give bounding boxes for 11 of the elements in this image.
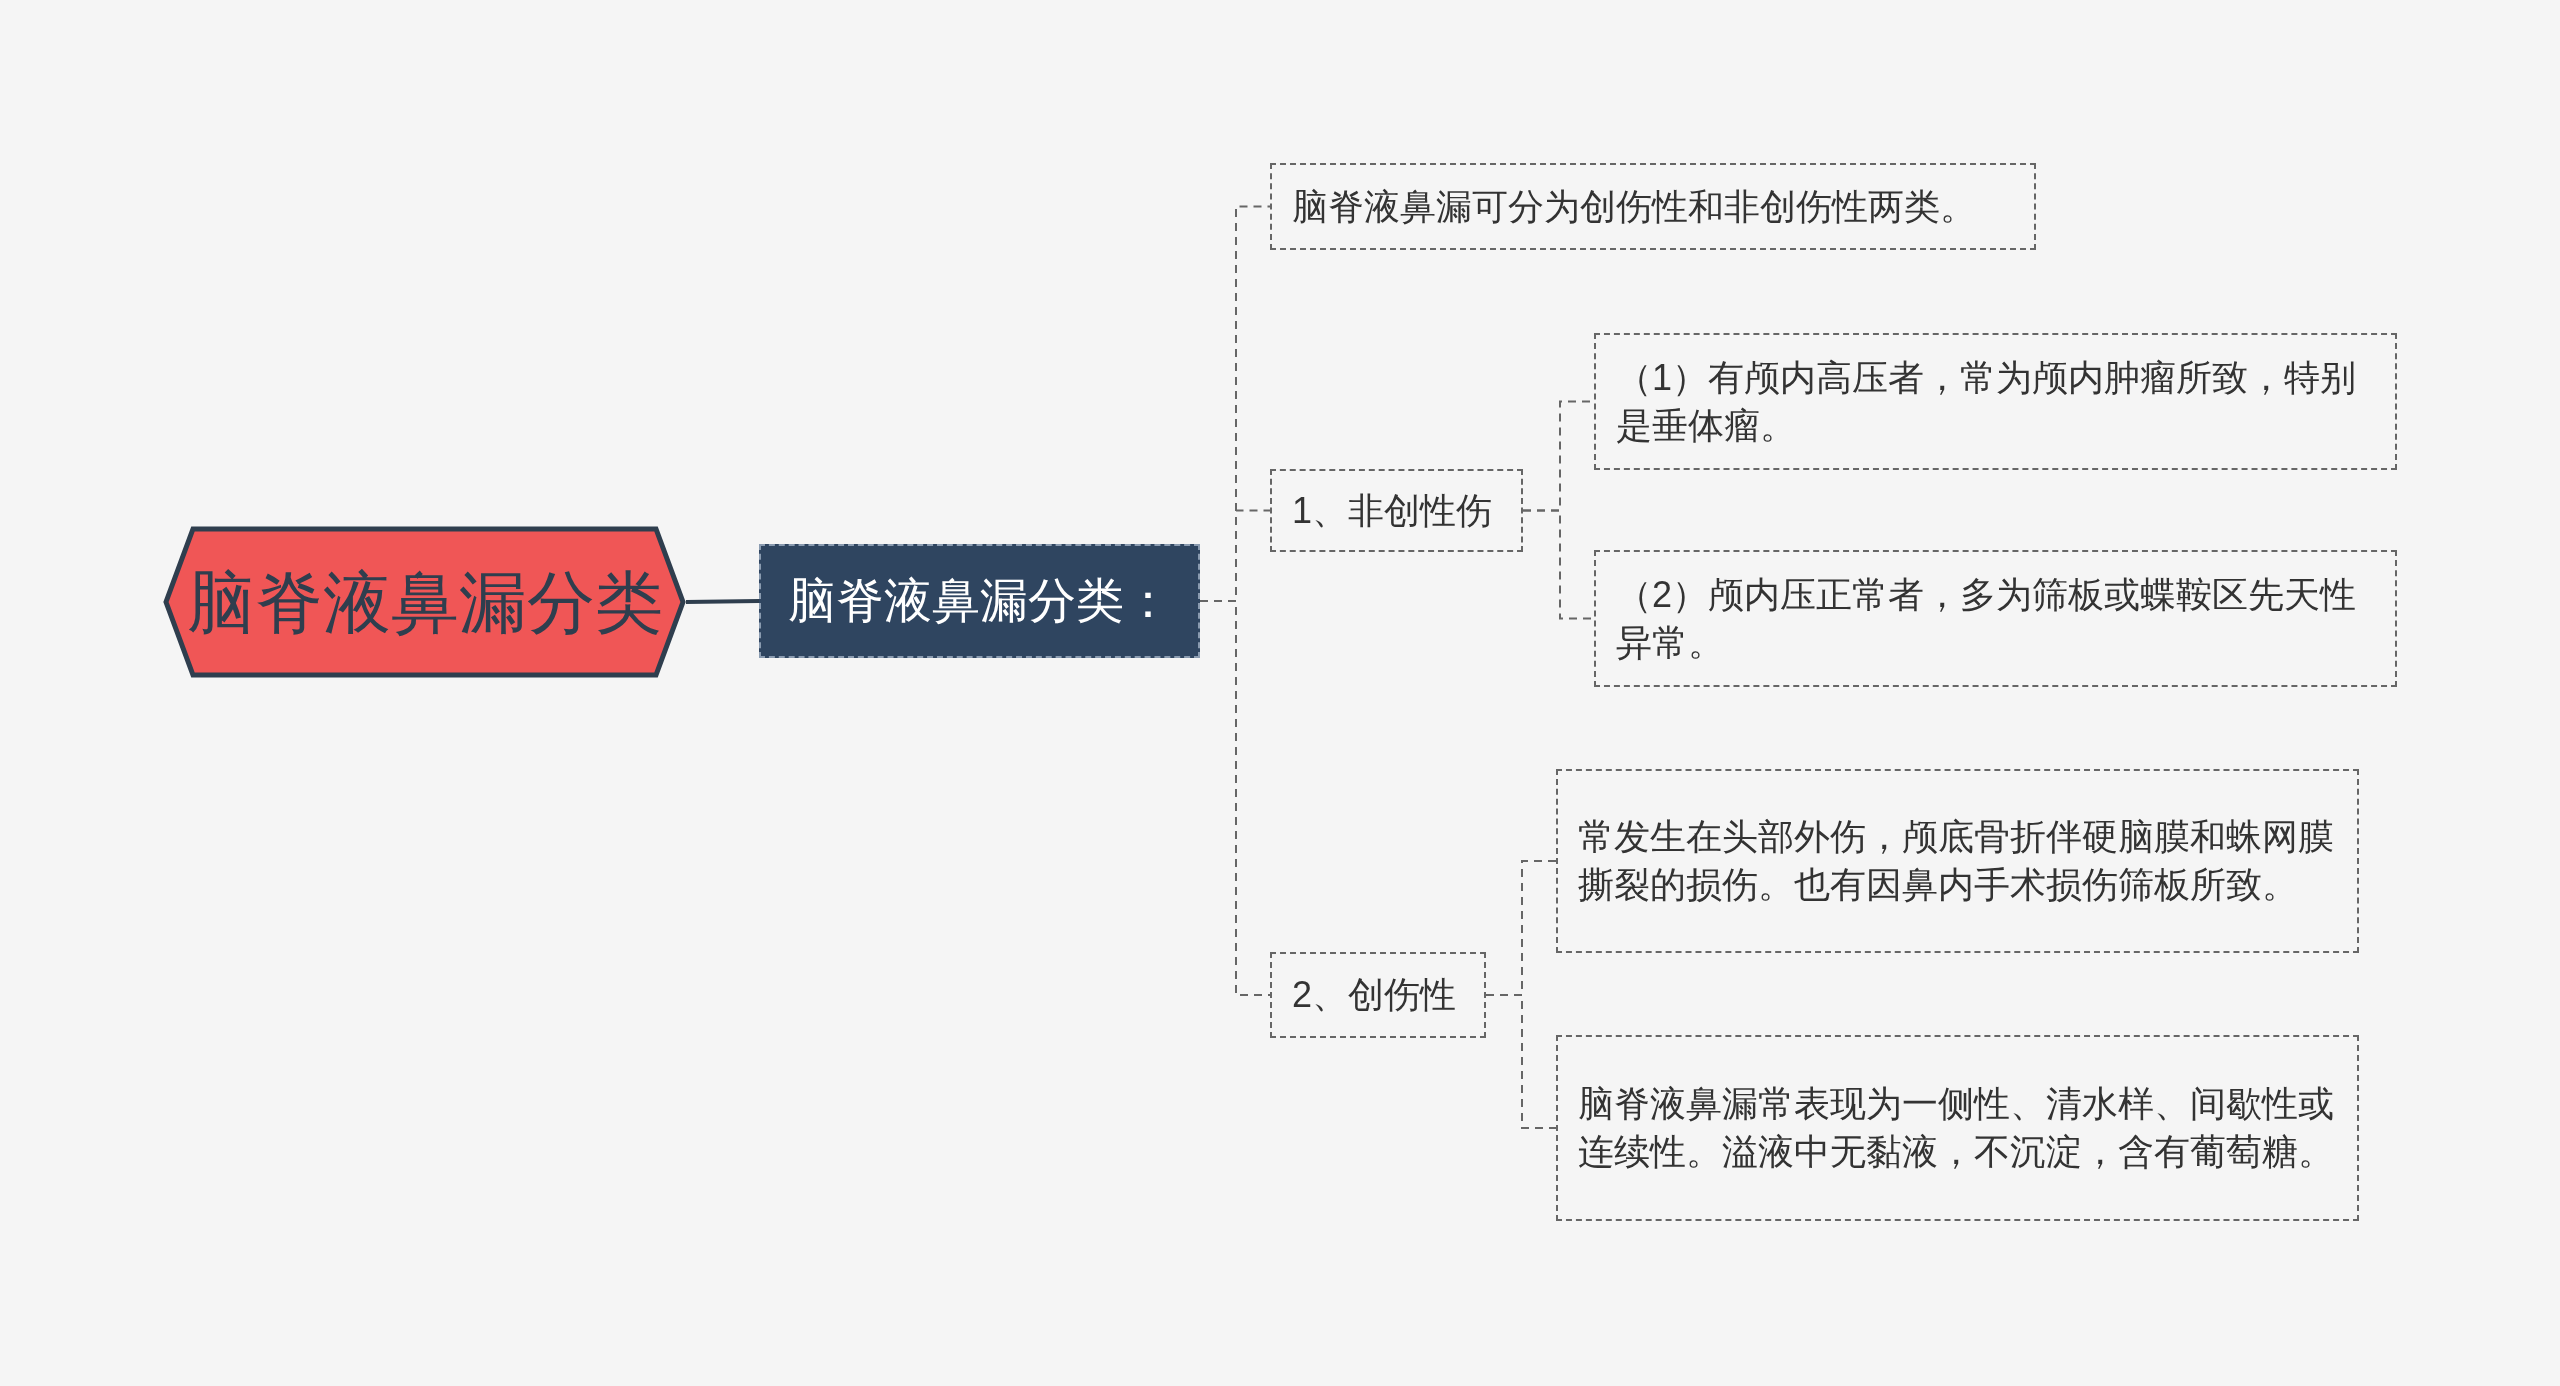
topic-box: 2、创伤性 bbox=[1270, 952, 1486, 1038]
topic-box: （1）有颅内高压者，常为颅内肿瘤所致，特别是垂体瘤。 bbox=[1594, 333, 2397, 470]
main-topic-box: 脑脊液鼻漏分类： bbox=[759, 544, 1200, 658]
topic-box: 脑脊液鼻漏常表现为一侧性、清水样、间歇性或连续性。溢液中无黏液，不沉淀，含有葡萄糖。 bbox=[1556, 1035, 2359, 1221]
topic-box: （2）颅内压正常者，多为筛板或蝶鞍区先天性异常。 bbox=[1594, 550, 2397, 687]
topic-box: 脑脊液鼻漏可分为创伤性和非创伤性两类。 bbox=[1270, 163, 2036, 250]
topic-box: 1、非创性伤 bbox=[1270, 469, 1523, 552]
connector-line bbox=[1485, 994, 1557, 1129]
connector-line bbox=[685, 599, 760, 604]
topic-box: 常发生在头部外伤，颅底骨折伴硬脑膜和蛛网膜撕裂的损伤。也有因鼻内手术损伤筛板所致。 bbox=[1556, 769, 2359, 953]
root-topic: 脑脊液鼻漏分类 bbox=[163, 526, 686, 678]
